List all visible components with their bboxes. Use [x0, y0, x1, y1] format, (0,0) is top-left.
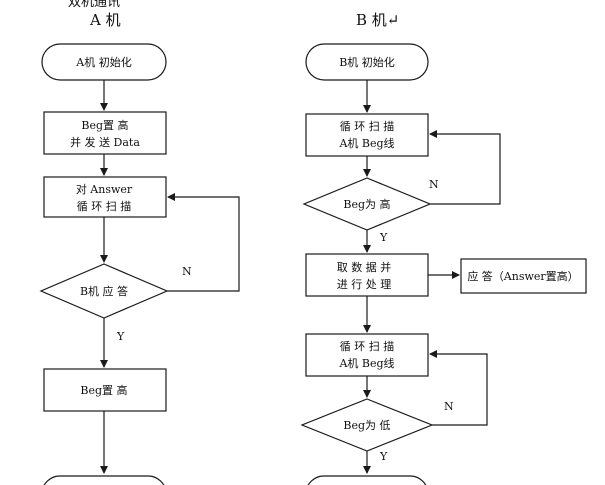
edge-a-no-loop — [167, 193, 240, 292]
column-title-a: A 机 — [89, 11, 121, 29]
edge-b-yes-label-1: Y — [379, 231, 388, 244]
node-a-beg-high-2 — [43, 368, 167, 412]
edge-b-no-label-2: N — [444, 400, 454, 413]
node-a-b-answer-label: B机 应 答 — [80, 284, 128, 298]
edge-b-yes-label-2: Y — [379, 450, 388, 463]
node-b-scan-beg-2-line1: 循 环 扫 描 — [340, 339, 395, 353]
top-cut-text: 双机通讯 — [68, 0, 120, 10]
column-title-b: B 机↵ — [356, 11, 399, 29]
node-a-beg-high-line2: 并 发 送 Data — [70, 135, 140, 149]
node-b-scan-beg-2-line2: A机 Beg线 — [338, 356, 394, 370]
node-a-init-label: A机 初始化 — [75, 55, 131, 69]
node-a-beg-high-line1: Beg置 高 — [81, 118, 128, 132]
node-a-scan-answer-line1: 对 Answer — [76, 182, 133, 196]
node-b-init-label: B机 初始化 — [339, 55, 395, 69]
node-a-scan-answer-line2: 循 环 扫 描 — [77, 199, 132, 213]
node-b-end-partial — [305, 475, 429, 485]
node-a-beg-high-2-label: Beg置 高 — [80, 383, 127, 397]
node-b-answer-high — [460, 258, 587, 294]
node-b-scan-beg-1-line1: 循 环 扫 描 — [340, 119, 395, 133]
node-a-beg-high — [43, 111, 167, 155]
node-a-end-partial — [41, 475, 167, 485]
edge-b-no-loop-1 — [429, 130, 501, 205]
edge-a-no-label: N — [182, 265, 192, 278]
node-b-beg-high-label: Beg为 高 — [343, 197, 390, 211]
node-b-fetch-process-line2: 进 行 处 理 — [337, 278, 392, 291]
node-b-beg-low-label: Beg为 低 — [343, 419, 390, 432]
node-b-fetch-process-line1: 取 数 据 并 — [337, 260, 392, 274]
edge-b-no-label-1: N — [429, 178, 439, 191]
node-a-scan-answer — [43, 176, 167, 218]
node-b-scan-beg-1-line2: A机 Beg线 — [338, 136, 394, 150]
node-b-scan-beg-2 — [305, 333, 429, 377]
edge-a-yes-label: Y — [116, 330, 125, 343]
edge-b-no-loop-2 — [429, 350, 488, 426]
node-b-scan-beg-1 — [305, 113, 429, 157]
node-b-answer-high-label: 应 答（Answer置高） — [467, 269, 578, 283]
